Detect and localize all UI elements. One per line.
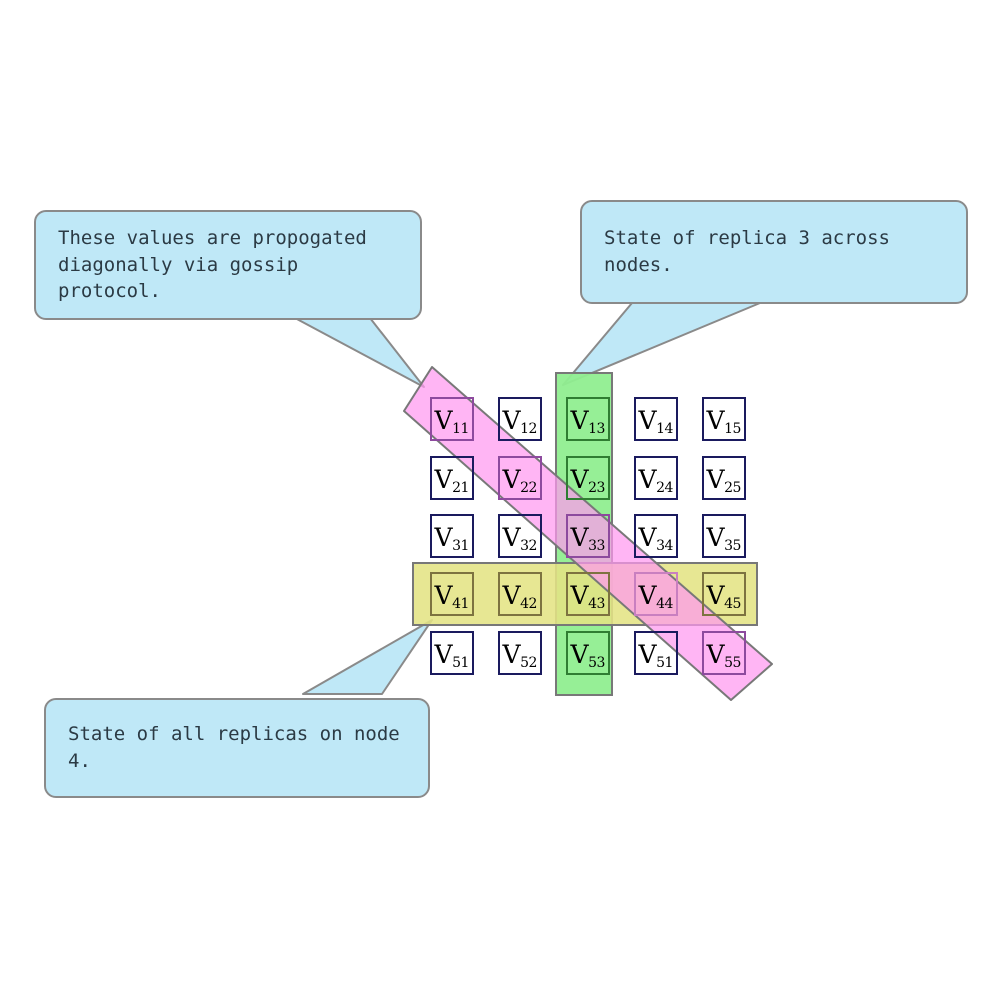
matrix-cell-label: V23 — [570, 464, 606, 497]
matrix-cell-v34[interactable]: V34 — [634, 514, 678, 558]
matrix-cell-v33[interactable]: V33 — [566, 514, 610, 558]
matrix-cell-subscript: 51 — [656, 655, 673, 672]
matrix-cell-label: V51 — [638, 639, 674, 672]
matrix-cell-subscript: 55 — [724, 655, 741, 672]
matrix-cell-label: V53 — [570, 639, 606, 672]
matrix-cell-subscript: 51 — [452, 655, 469, 672]
matrix-cell-label: V51 — [434, 639, 470, 672]
matrix-cell-subscript: 35 — [724, 538, 741, 555]
matrix-cell-v11[interactable]: V11 — [430, 397, 474, 441]
matrix-cell-subscript: 15 — [724, 421, 741, 438]
matrix-cell-label: V12 — [502, 405, 538, 438]
matrix-cell-label: V21 — [434, 464, 470, 497]
callout-tail-node — [302, 619, 433, 695]
matrix-cell-v55[interactable]: V55 — [702, 631, 746, 675]
callout-gossip-note: These values are propogated diagonally v… — [34, 210, 422, 320]
matrix-cell-subscript: 44 — [656, 596, 673, 613]
matrix-cell-v22[interactable]: V22 — [498, 456, 542, 500]
matrix-cell-label: V52 — [502, 639, 538, 672]
matrix-cell-subscript: 24 — [656, 480, 673, 497]
matrix-cell-v21[interactable]: V21 — [430, 456, 474, 500]
matrix-cell-label: V32 — [502, 522, 538, 555]
matrix-cell-subscript: 12 — [520, 421, 537, 438]
matrix-cell-subscript: 34 — [656, 538, 673, 555]
matrix-cell-v15[interactable]: V15 — [702, 397, 746, 441]
matrix-cell-v52[interactable]: V52 — [498, 631, 542, 675]
matrix-cell-v13[interactable]: V13 — [566, 397, 610, 441]
matrix-cell-v23[interactable]: V23 — [566, 456, 610, 500]
matrix-cell-subscript: 33 — [588, 538, 605, 555]
matrix-cell-label: V25 — [706, 464, 742, 497]
matrix-cell-v51[interactable]: V51 — [634, 631, 678, 675]
matrix-cell-subscript: 31 — [452, 538, 469, 555]
matrix-cell-subscript: 22 — [520, 480, 537, 497]
matrix-cell-label: V44 — [638, 580, 674, 613]
matrix-cell-label: V41 — [434, 580, 470, 613]
matrix-cell-label: V42 — [502, 580, 538, 613]
matrix-cell-label: V31 — [434, 522, 470, 555]
matrix-cell-subscript: 25 — [724, 480, 741, 497]
matrix-cell-label: V11 — [434, 405, 470, 438]
matrix-cell-v53[interactable]: V53 — [566, 631, 610, 675]
matrix-cell-subscript: 11 — [452, 421, 469, 438]
matrix-cell-v31[interactable]: V31 — [430, 514, 474, 558]
matrix-cell-subscript: 53 — [588, 655, 605, 672]
matrix-cell-label: V15 — [706, 405, 742, 438]
callout-tail-gossip — [294, 317, 425, 388]
callout-node-note: State of all replicas on node 4. — [44, 698, 430, 798]
matrix-cell-v12[interactable]: V12 — [498, 397, 542, 441]
matrix-cell-v45[interactable]: V45 — [702, 572, 746, 616]
matrix-cell-subscript: 32 — [520, 538, 537, 555]
matrix-cell-label: V13 — [570, 405, 606, 438]
matrix-cell-label: V55 — [706, 639, 742, 672]
matrix-cell-subscript: 52 — [520, 655, 537, 672]
matrix-cell-label: V35 — [706, 522, 742, 555]
matrix-cell-v25[interactable]: V25 — [702, 456, 746, 500]
matrix-cell-subscript: 41 — [452, 596, 469, 613]
matrix-cell-subscript: 45 — [724, 596, 741, 613]
matrix-cell-label: V34 — [638, 522, 674, 555]
matrix-cell-subscript: 21 — [452, 480, 469, 497]
matrix-cell-v42[interactable]: V42 — [498, 572, 542, 616]
matrix-cell-v43[interactable]: V43 — [566, 572, 610, 616]
matrix-cell-label: V24 — [638, 464, 674, 497]
matrix-cell-v35[interactable]: V35 — [702, 514, 746, 558]
matrix-cell-v41[interactable]: V41 — [430, 572, 474, 616]
matrix-cell-label: V33 — [570, 522, 606, 555]
matrix-cell-v32[interactable]: V32 — [498, 514, 542, 558]
matrix-cell-label: V14 — [638, 405, 674, 438]
matrix-cell-v14[interactable]: V14 — [634, 397, 678, 441]
callout-gossip-text: These values are propogated diagonally v… — [58, 226, 367, 303]
callout-replica-note: State of replica 3 across nodes. — [580, 200, 968, 304]
matrix-cell-subscript: 42 — [520, 596, 537, 613]
matrix-cell-label: V22 — [502, 464, 538, 497]
matrix-cell-v44[interactable]: V44 — [634, 572, 678, 616]
matrix-cell-v51[interactable]: V51 — [430, 631, 474, 675]
callout-node-text: State of all replicas on node 4. — [68, 723, 400, 772]
matrix-cell-subscript: 14 — [656, 421, 673, 438]
matrix-cell-subscript: 43 — [588, 596, 605, 613]
matrix-cell-subscript: 23 — [588, 480, 605, 497]
matrix-cell-v24[interactable]: V24 — [634, 456, 678, 500]
matrix-cell-label: V45 — [706, 580, 742, 613]
matrix-cell-subscript: 13 — [588, 421, 605, 438]
callout-replica-text: State of replica 3 across nodes. — [604, 227, 890, 276]
matrix-cell-label: V43 — [570, 580, 606, 613]
